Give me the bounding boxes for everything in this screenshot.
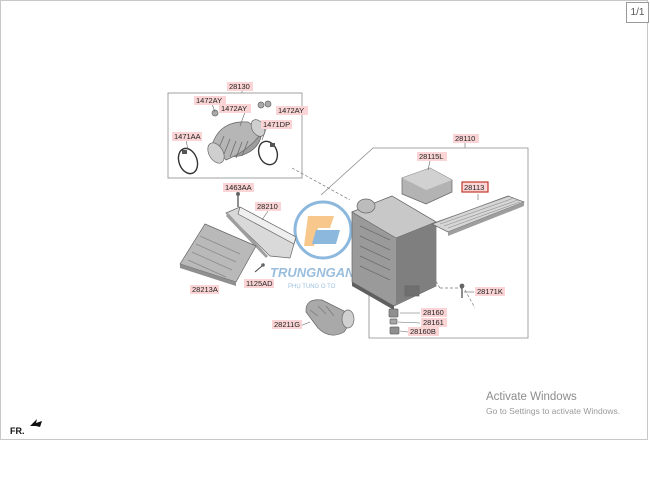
sensor-28171K (459, 283, 465, 298)
watermark-brand: TRUNGNGANPH (270, 265, 373, 280)
activate-windows-title: Activate Windows (486, 391, 577, 403)
part-label-1471DP[interactable]: 1471DP (263, 120, 290, 129)
elbow-hose-part (305, 299, 355, 336)
watermark-tagline: PHỤ TÙNG Ô TÔ (288, 283, 336, 290)
tag-bg-28113-selected (461, 181, 489, 193)
small-fittings (211, 100, 272, 117)
tag-bg-28115L (417, 152, 447, 161)
part-label-28161[interactable]: 28161 (423, 318, 444, 327)
part-label-28171K[interactable]: 28171K (477, 287, 503, 296)
tag-bg-28211G (272, 320, 302, 329)
tag-bg-28171K (475, 287, 505, 296)
bolt-1463AA (236, 192, 240, 207)
tag-bg-28210 (255, 202, 281, 211)
front-arrow-icon (30, 419, 42, 427)
grommet-parts (388, 308, 400, 335)
tag-bg-28161 (421, 318, 447, 327)
part-label-28110[interactable]: 28110 (455, 134, 475, 143)
part-label-1472AY-b[interactable]: 1472AY (221, 104, 247, 113)
part-label-28130[interactable]: 28130 (229, 82, 250, 91)
part-label-28113[interactable]: 28113 (464, 183, 484, 192)
tag-bg-1472AY-b (219, 104, 251, 113)
part-label-1463AA[interactable]: 1463AA (225, 183, 252, 192)
part-label-28160B[interactable]: 28160B (410, 327, 436, 336)
activate-windows-subtitle: Go to Settings to activate Windows. (486, 406, 621, 416)
air-duct-part (225, 206, 297, 259)
tag-bg-1463AA (223, 183, 254, 192)
part-label-28211G[interactable]: 28211G (274, 320, 300, 329)
part-label-1125AD[interactable]: 1125AD (246, 279, 273, 288)
leader-1471AA (185, 139, 189, 151)
part-label-1472AY-c[interactable]: 1472AY (278, 106, 304, 115)
tag-bg-28160B (408, 327, 439, 336)
bottom-strip (0, 441, 650, 487)
leader-1472AY-a (211, 103, 216, 113)
part-label-1471AA[interactable]: 1471AA (174, 132, 201, 141)
page-counter[interactable]: 1/1 (626, 2, 649, 23)
air-cleaner-body-part (351, 195, 437, 310)
leader-28210 (261, 210, 269, 221)
leader-28161 (397, 321, 421, 324)
group-box-28130 (167, 92, 303, 179)
tag-bg-28110 (453, 134, 479, 143)
hose-clamp-left (177, 147, 199, 175)
tag-bg-28130 (227, 82, 253, 91)
leader-1472AY-b (239, 111, 246, 127)
part-label-28210[interactable]: 28210 (257, 202, 278, 211)
part-label-1472AY-a[interactable]: 1472AY (196, 96, 222, 105)
intake-hose-part (207, 119, 266, 164)
tag-bg-1125AD (244, 279, 274, 288)
hose-clamp-right (257, 140, 279, 166)
air-filter-element-part (431, 195, 525, 236)
watermark-logo (293, 200, 353, 260)
tag-bg-1472AY-c (276, 106, 308, 115)
tag-bg-1471DP (261, 120, 292, 129)
cover-bracket-part (401, 167, 453, 205)
bolt-1125AD (254, 263, 265, 273)
tag-bg-1472AY-a (194, 96, 226, 105)
dash-line-4 (464, 289, 476, 309)
resonator-part (179, 223, 257, 286)
tag-bg-1471AA (172, 132, 202, 141)
part-label-28213A[interactable]: 28213A (192, 285, 218, 294)
front-indicator: FR. (10, 426, 25, 436)
tag-bg-28213A (190, 285, 219, 294)
dash-line-1 (291, 167, 351, 201)
part-label-28115L[interactable]: 28115L (419, 152, 443, 161)
part-label-28160[interactable]: 28160 (423, 308, 444, 317)
tag-bg-28160 (421, 308, 447, 317)
leader-28160B (399, 330, 409, 333)
leader-28115L (427, 160, 431, 171)
group-box-28110 (320, 147, 529, 339)
